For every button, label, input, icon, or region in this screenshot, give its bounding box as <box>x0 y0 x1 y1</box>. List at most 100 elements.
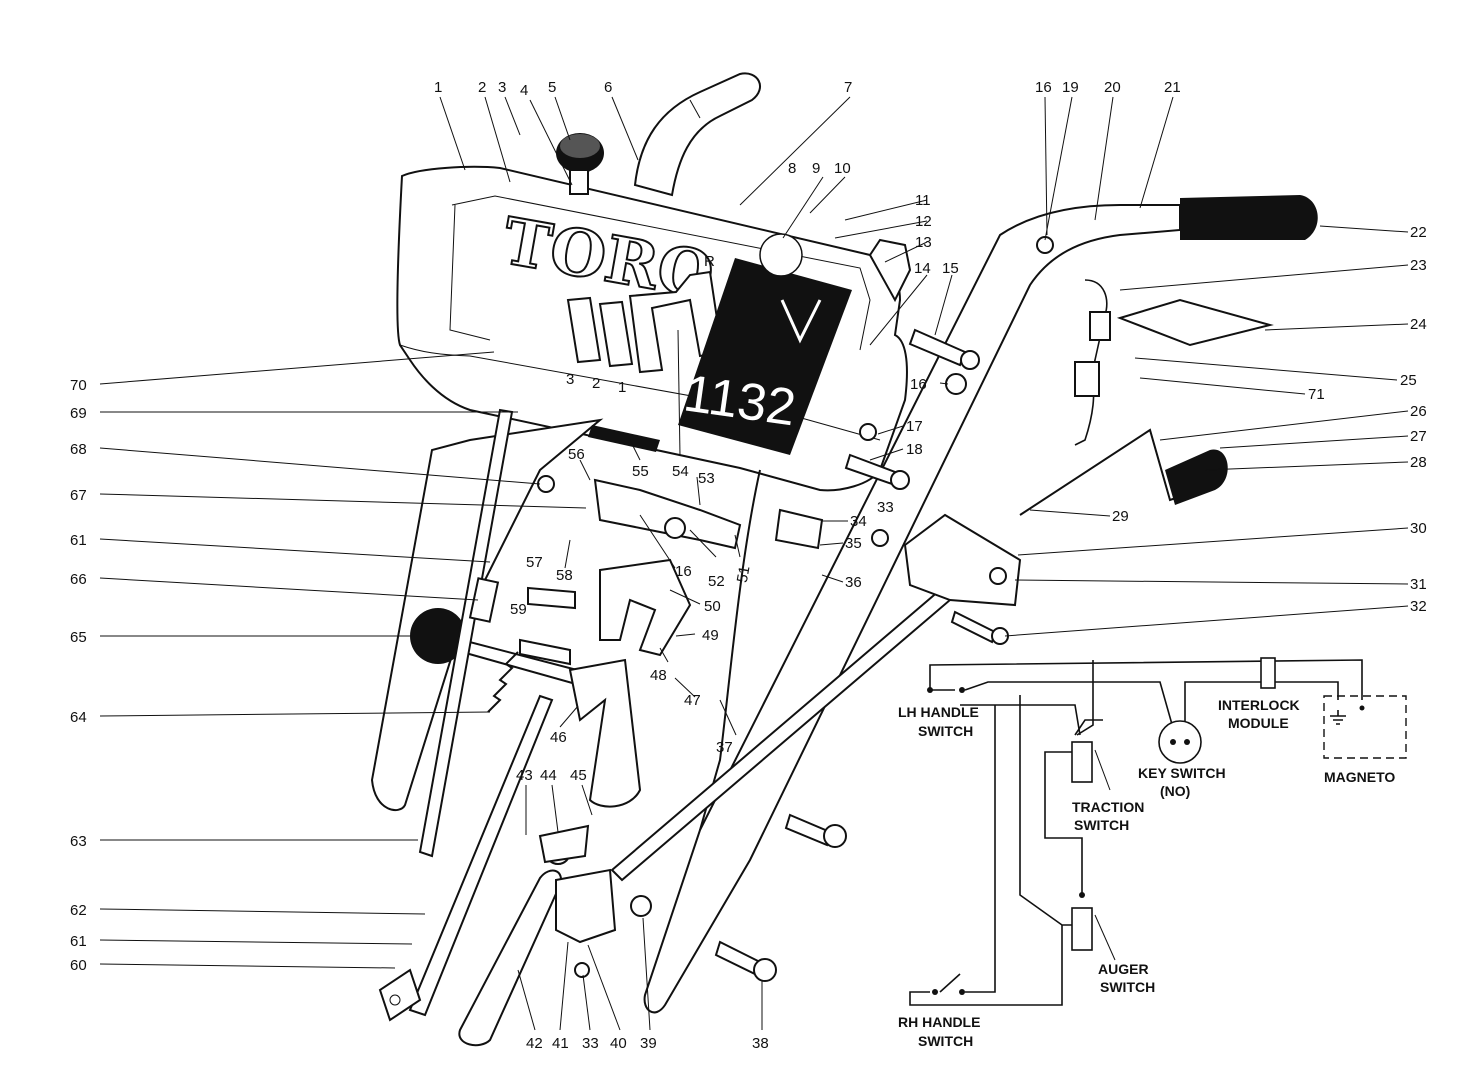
coupling <box>468 577 500 623</box>
callout-68: 68 <box>70 441 87 458</box>
callout-15: 15 <box>942 260 959 277</box>
callout-53: 53 <box>698 470 715 487</box>
callout-64: 64 <box>70 709 87 726</box>
callout-34: 34 <box>850 513 867 530</box>
callout-13: 13 <box>915 234 932 251</box>
gear-mark-3: 3 <box>566 371 574 388</box>
callout-63: 63 <box>70 833 87 850</box>
lh-handle-switch-line2: SWITCH <box>918 723 973 739</box>
callout-26: 26 <box>1410 403 1427 420</box>
callout-40: 40 <box>610 1035 627 1052</box>
callout-25: 25 <box>1400 372 1417 389</box>
handle-tube-left <box>633 72 761 197</box>
auger-switch-line1: AUGER <box>1098 961 1149 977</box>
callout-70: 70 <box>70 377 87 394</box>
auger-switch-symbol <box>1071 907 1093 951</box>
callout-39: 39 <box>640 1035 657 1052</box>
gear-mark-2: 2 <box>592 375 600 392</box>
callout-leaders <box>99 96 1409 1031</box>
callout-47: 47 <box>684 692 701 709</box>
callout-35: 35 <box>845 535 862 552</box>
callout-8: 8 <box>788 160 796 177</box>
callout-33-right: 33 <box>877 499 894 516</box>
clevis-end <box>378 968 422 1022</box>
gear-mark-r: R <box>704 253 715 270</box>
callout-54: 54 <box>672 463 689 480</box>
lower-tube <box>458 869 562 1047</box>
callout-51: 51 <box>734 565 754 584</box>
callout-69: 69 <box>70 405 87 422</box>
wiring-diagram: LH HANDLE SWITCH INTERLOCK MODULE KEY SW… <box>898 657 1407 1049</box>
traction-switch-line2: SWITCH <box>1074 817 1129 833</box>
callout-30: 30 <box>1410 520 1427 537</box>
rh-handle-switch-line1: RH HANDLE <box>898 1014 980 1030</box>
callout-33-bottom: 33 <box>582 1035 599 1052</box>
auger-switch-line2: SWITCH <box>1100 979 1155 995</box>
callout-2: 2 <box>478 79 486 96</box>
callout-20: 20 <box>1104 79 1121 96</box>
bolts-and-nuts <box>537 236 1054 982</box>
callout-18: 18 <box>906 441 923 458</box>
callout-61-top: 61 <box>70 532 87 549</box>
callout-14: 14 <box>914 260 931 277</box>
callout-38: 38 <box>752 1035 769 1052</box>
lh-handle-switch-line1: LH HANDLE <box>898 704 979 720</box>
switch-bracket <box>593 478 742 550</box>
callout-19: 19 <box>1062 79 1079 96</box>
callout-16-left: 16 <box>675 563 692 580</box>
callout-56: 56 <box>568 446 585 463</box>
callout-27: 27 <box>1410 428 1427 445</box>
callout-12: 12 <box>915 213 932 230</box>
callout-29: 29 <box>1112 508 1129 525</box>
callout-58: 58 <box>556 567 573 584</box>
callout-67: 67 <box>70 487 87 504</box>
interlock-module-symbol <box>1260 657 1276 689</box>
wire-harness <box>1074 279 1111 446</box>
callout-24: 24 <box>1410 316 1427 333</box>
callout-42: 42 <box>526 1035 543 1052</box>
magneto-label: MAGNETO <box>1324 769 1395 785</box>
traction-switch-line1: TRACTION <box>1072 799 1144 815</box>
callout-5: 5 <box>548 79 556 96</box>
callout-60: 60 <box>70 957 87 974</box>
callout-37: 37 <box>716 739 733 756</box>
callout-57: 57 <box>526 554 543 571</box>
callout-49: 49 <box>702 627 719 644</box>
shift-bracket <box>568 558 692 808</box>
callout-65: 65 <box>70 629 87 646</box>
callout-43: 43 <box>516 767 533 784</box>
callout-16-top: 16 <box>1035 79 1052 96</box>
handle-bracket <box>903 513 1022 607</box>
callout-6: 6 <box>604 79 612 96</box>
shift-gate: R 3 2 1 <box>566 253 724 396</box>
callout-71: 71 <box>1308 386 1325 403</box>
callout-11: 11 <box>915 192 931 209</box>
shift-knob <box>410 608 466 664</box>
callout-22: 22 <box>1410 224 1427 241</box>
callout-59: 59 <box>510 601 527 618</box>
magneto-symbol <box>1323 695 1407 759</box>
traction-lever <box>1019 428 1228 516</box>
pivot-pin <box>527 586 576 610</box>
handle-tube-right <box>643 204 1181 1014</box>
callout-9: 9 <box>812 160 820 177</box>
callout-66: 66 <box>70 571 87 588</box>
callout-52: 52 <box>708 573 725 590</box>
plate-bar <box>588 425 660 452</box>
spring <box>487 651 519 713</box>
callout-45: 45 <box>570 767 587 784</box>
callout-17: 17 <box>906 418 923 435</box>
callout-28: 28 <box>1410 454 1427 471</box>
traction-switch-symbol <box>1071 741 1093 783</box>
interlock-module-line1: INTERLOCK <box>1218 697 1300 713</box>
callout-10: 10 <box>834 160 851 177</box>
callout-21: 21 <box>1164 79 1181 96</box>
callout-3: 3 <box>498 79 506 96</box>
rh-handle-switch-line2: SWITCH <box>918 1033 973 1049</box>
callout-23: 23 <box>1410 257 1427 274</box>
gear-mark-1: 1 <box>618 379 626 396</box>
callout-4: 4 <box>520 82 528 99</box>
small-switch <box>774 508 824 550</box>
callout-numbers: 1 2 3 4 5 6 7 8 9 10 11 12 13 14 15 16 1… <box>70 79 1427 1052</box>
